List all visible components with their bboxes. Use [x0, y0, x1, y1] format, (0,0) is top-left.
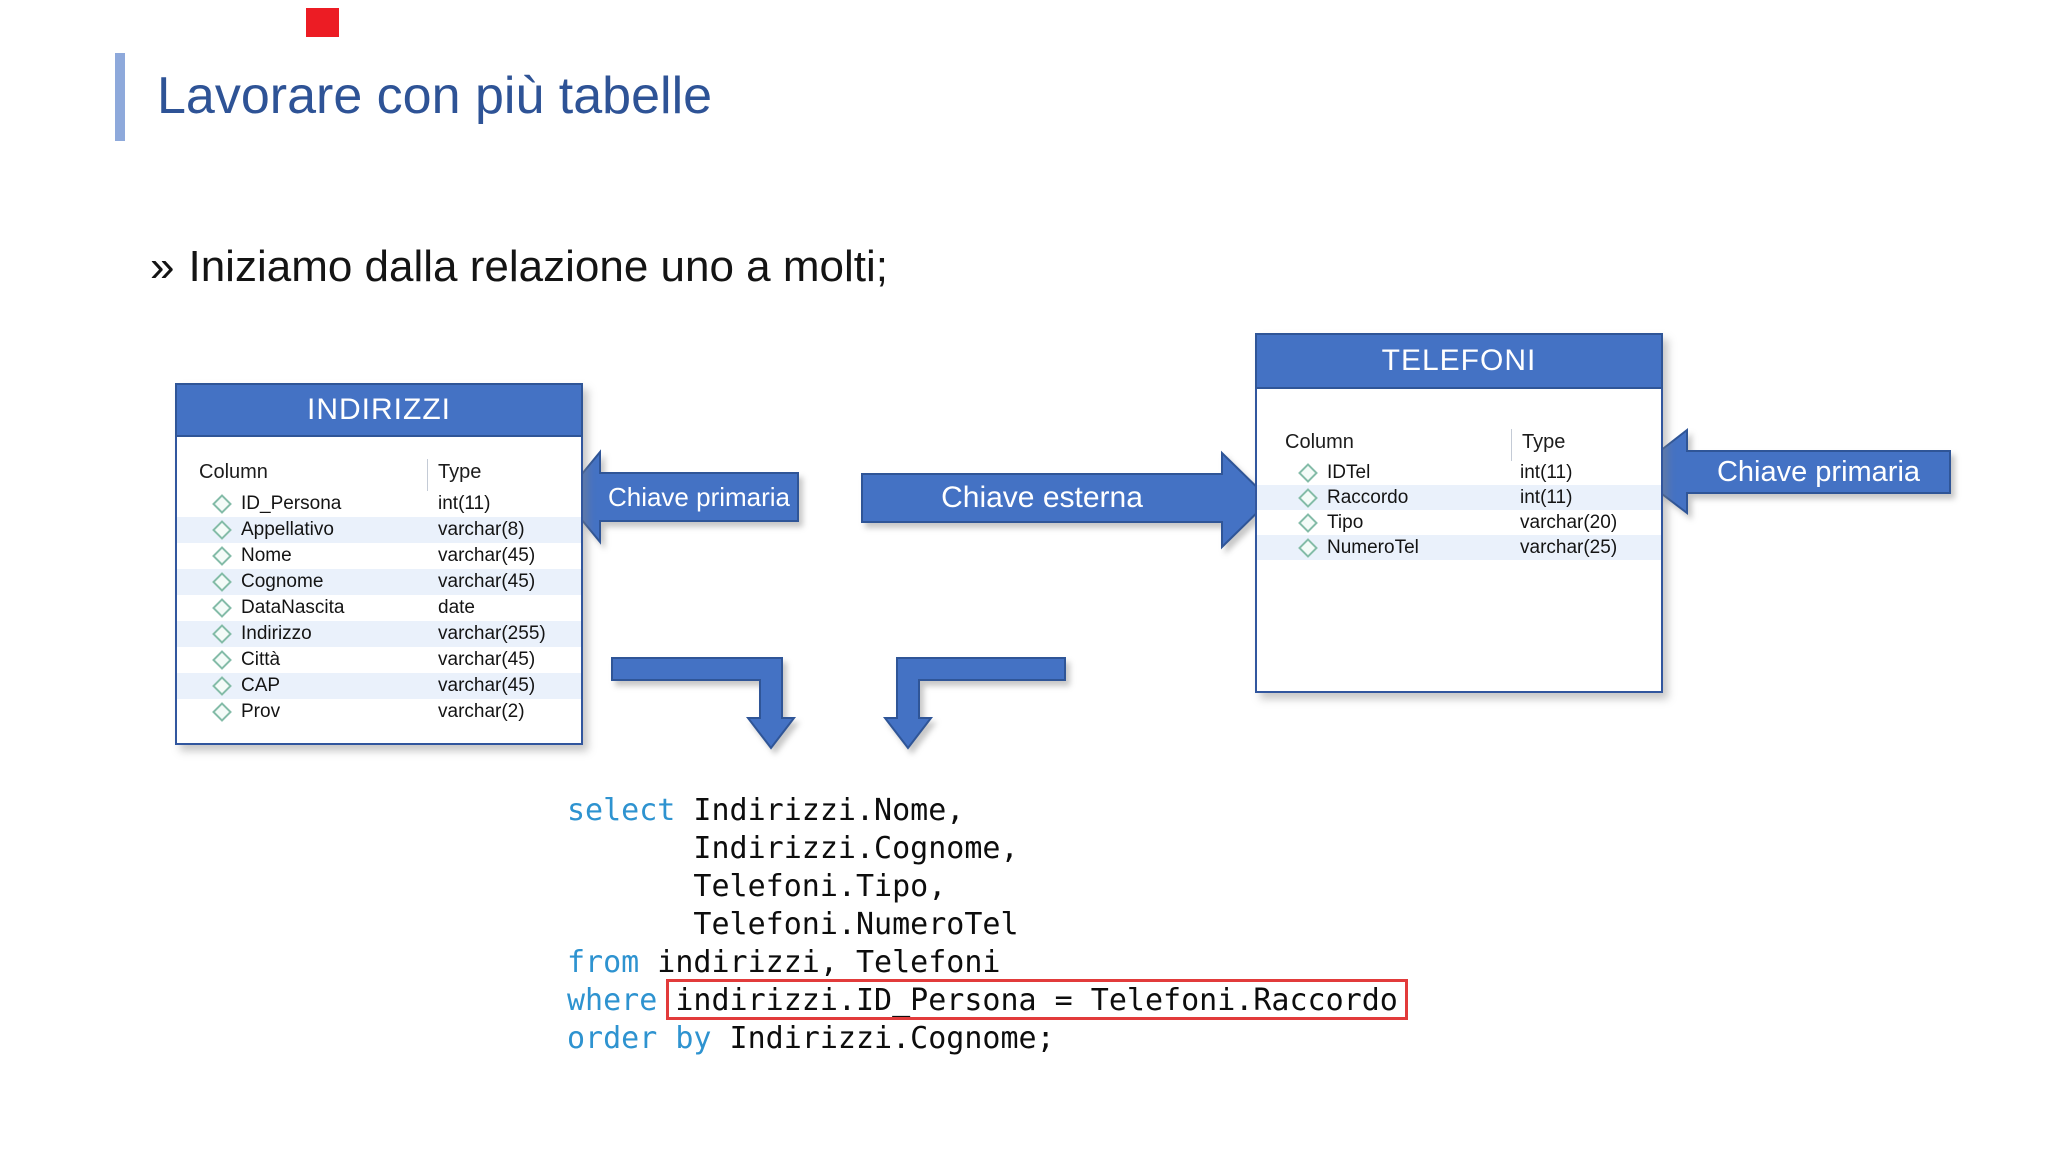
column-diamond-icon [212, 572, 232, 592]
sql-keyword: select [567, 793, 676, 828]
primary-key-left-label: Chiave primaria [607, 482, 791, 512]
column-diamond-icon [212, 520, 232, 540]
table-telefoni-rows: IDTel int(11) Raccordo int(11) Tipo varchar(2… [1257, 460, 1661, 560]
table-row: Cognome varchar(45) [177, 569, 581, 595]
column-diamond-icon [212, 650, 232, 670]
column-name: IDTel [1327, 462, 1371, 483]
column-diamond-icon [212, 546, 232, 566]
table-row: Città varchar(45) [177, 647, 581, 673]
code-line: select Indirizzi.Nome, [567, 793, 965, 828]
column-name: Città [241, 649, 281, 670]
column-type: varchar(25) [1520, 537, 1618, 558]
code-line: order by Indirizzi.Cognome; [567, 1021, 1055, 1056]
foreign-key-label: Chiave esterna [941, 481, 1143, 514]
column-name: Raccordo [1327, 487, 1409, 508]
code-line: Indirizzi.Cognome, [567, 831, 1019, 866]
bullet-line: » Iniziamo dalla relazione uno a molti; [150, 236, 888, 298]
column-type: varchar(45) [438, 675, 536, 696]
column-name: Tipo [1327, 512, 1364, 533]
column-name: Cognome [241, 571, 324, 592]
column-type: varchar(8) [438, 519, 525, 540]
bullet-text: Iniziamo dalla relazione uno a molti; [188, 242, 888, 291]
table-indirizzi-title: INDIRIZZI [175, 383, 583, 437]
table-row: NumeroTel varchar(25) [1257, 535, 1661, 560]
column-type: varchar(2) [438, 701, 525, 722]
column-type: int(11) [438, 493, 491, 514]
column-name: CAP [241, 675, 281, 696]
table-row: Appellativo varchar(8) [177, 517, 581, 543]
sql-code-block: select Indirizzi.Nome, Indirizzi.Cognome… [567, 792, 1398, 1058]
table-row: Raccordo int(11) [1257, 485, 1661, 510]
code-line: from indirizzi, Telefoni [567, 945, 1001, 980]
table-row: Tipo varchar(20) [1257, 510, 1661, 535]
column-header: Column [1285, 431, 1354, 453]
code-line: where indirizzi.ID_Persona = Telefoni.Ra… [567, 982, 1398, 1020]
highlighted-join-condition: indirizzi.ID_Persona = Telefoni.Raccordo [675, 983, 1398, 1018]
table-row: DataNascita date [177, 595, 581, 621]
column-diamond-icon [212, 702, 232, 722]
table-indirizzi: INDIRIZZI Column Type ID_Persona int(11) A… [175, 383, 583, 745]
table-row: Nome varchar(45) [177, 543, 581, 569]
column-name: ID_Persona [241, 493, 342, 514]
table-row: Indirizzo varchar(255) [177, 621, 581, 647]
type-header: Type [1510, 429, 1566, 461]
column-type: varchar(45) [438, 545, 536, 566]
primary-key-right-label: Chiave primaria [1716, 456, 1921, 488]
column-type: date [438, 597, 475, 618]
table-row: Prov varchar(2) [177, 699, 581, 725]
table-row: CAP varchar(45) [177, 673, 581, 699]
column-name: NumeroTel [1327, 537, 1419, 558]
sql-keyword: order by [567, 1021, 712, 1056]
column-diamond-icon [1298, 463, 1318, 483]
column-type: varchar(255) [438, 623, 546, 644]
bullet-marker: » [150, 242, 175, 291]
sql-keyword: where [567, 983, 658, 1018]
column-diamond-icon [212, 494, 232, 514]
sql-keyword: from [567, 945, 640, 980]
column-diamond-icon [212, 624, 232, 644]
column-diamond-icon [212, 676, 232, 696]
code-line: Telefoni.NumeroTel [567, 907, 1019, 942]
column-type: int(11) [1520, 487, 1573, 508]
column-name: Indirizzo [241, 623, 312, 644]
column-diamond-icon [1298, 488, 1318, 508]
column-name: Appellativo [241, 519, 334, 540]
column-diamond-icon [1298, 538, 1318, 558]
type-header: Type [426, 459, 482, 491]
column-type: varchar(20) [1520, 512, 1618, 533]
column-type: varchar(45) [438, 649, 536, 670]
column-name: Nome [241, 545, 292, 566]
bent-arrow-left [611, 657, 797, 750]
table-row: IDTel int(11) [1257, 460, 1661, 485]
title-accent-bar [115, 53, 125, 141]
column-header: Column [199, 461, 268, 483]
column-name: DataNascita [241, 597, 345, 618]
column-name: Prov [241, 701, 281, 722]
table-indirizzi-rows: ID_Persona int(11) Appellativo varchar(8) No… [177, 491, 581, 725]
code-line: Telefoni.Tipo, [567, 869, 947, 904]
slide-title: Lavorare con più tabelle [157, 67, 713, 125]
column-diamond-icon [212, 598, 232, 618]
bent-arrow-right [882, 657, 1066, 750]
table-telefoni-title: TELEFONI [1255, 333, 1663, 389]
column-type: varchar(45) [438, 571, 536, 592]
record-indicator [306, 8, 339, 37]
column-type: int(11) [1520, 462, 1573, 483]
table-row: ID_Persona int(11) [177, 491, 581, 517]
column-diamond-icon [1298, 513, 1318, 533]
